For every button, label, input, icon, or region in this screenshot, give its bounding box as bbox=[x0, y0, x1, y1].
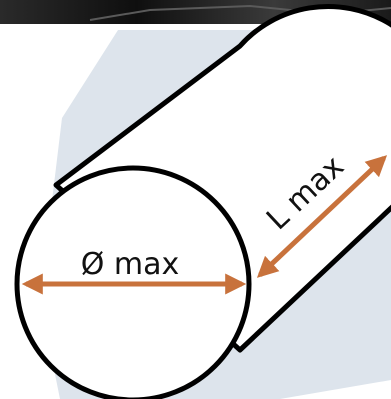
diameter-label: Ø max bbox=[81, 247, 180, 282]
length-arrow bbox=[256, 155, 388, 278]
